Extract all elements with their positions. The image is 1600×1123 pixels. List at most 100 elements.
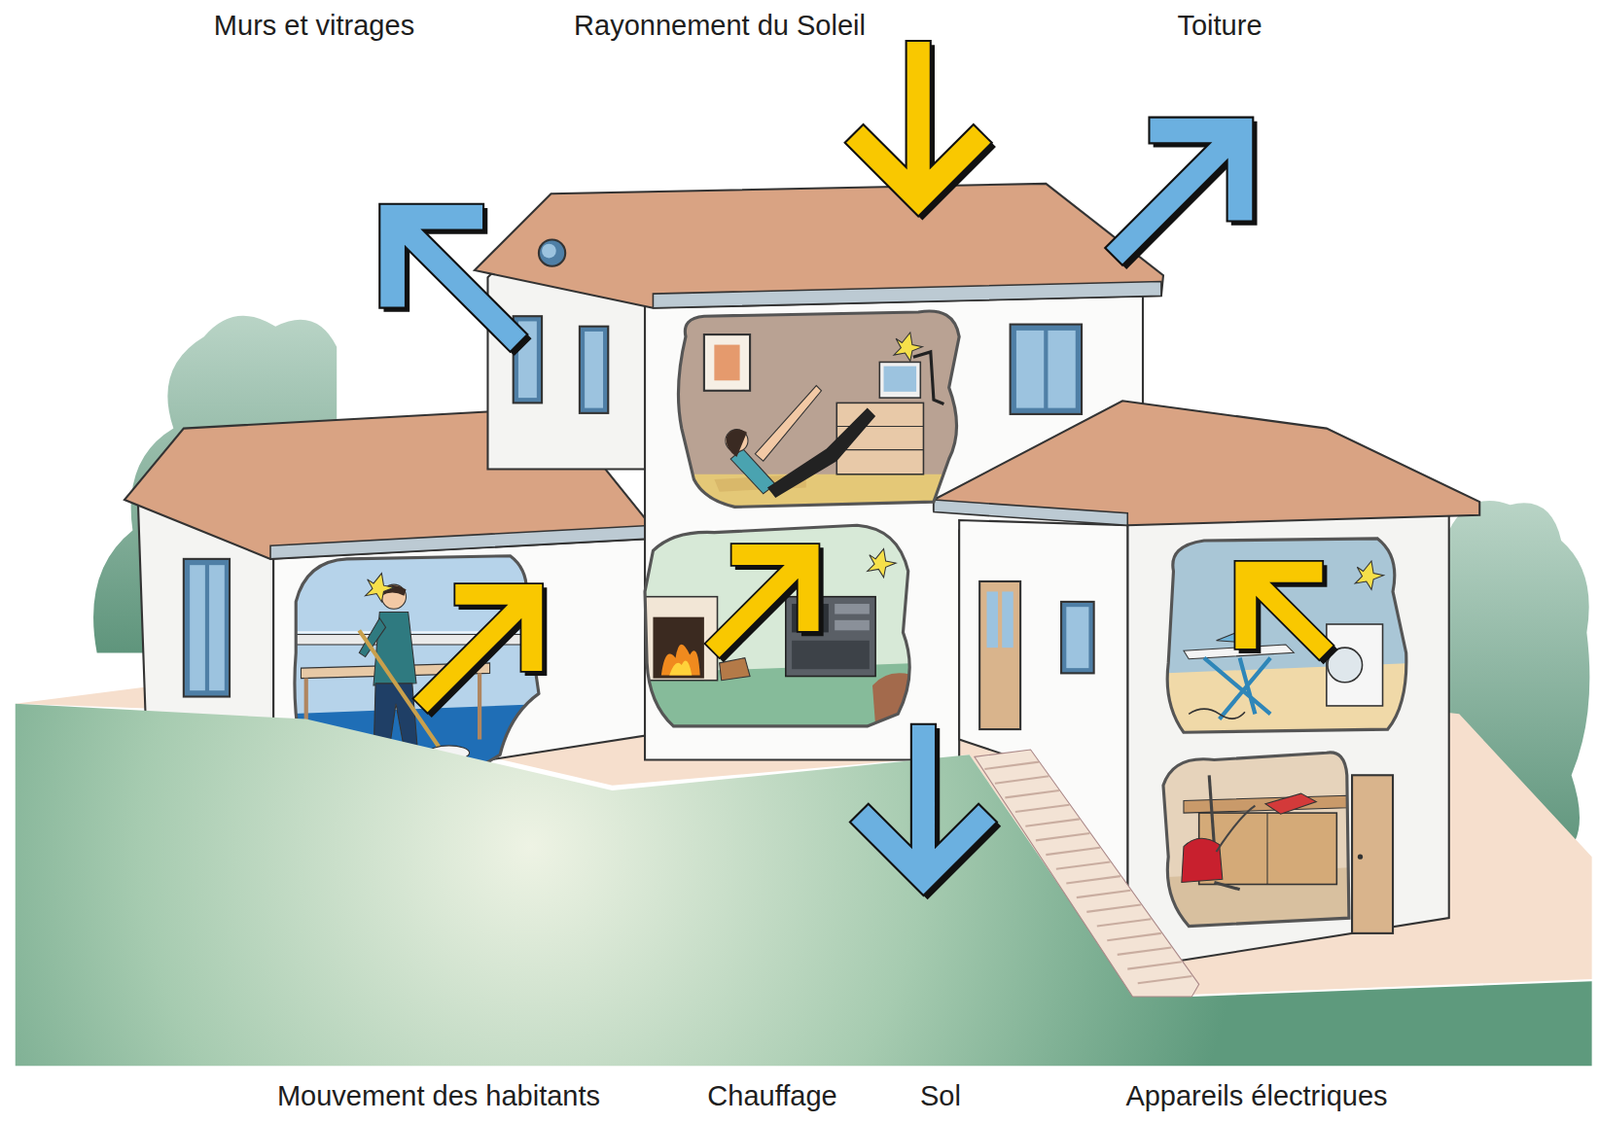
basement-cutaway-part-part (1213, 882, 1240, 889)
bedroom-cutaway-part-part (879, 361, 921, 398)
heat-loss-arrows-part (1062, 65, 1306, 309)
caption-label: Rayonnement du Soleil (571, 9, 868, 42)
grass (15, 704, 1593, 1067)
upper-house-part (1016, 330, 1044, 409)
laundry-cutaway-part (1354, 561, 1384, 590)
stairs-part (974, 749, 1200, 997)
stairs-part-part (1127, 961, 1182, 969)
upper-house-part (579, 326, 608, 414)
heat-loss-arrows-part (850, 724, 997, 896)
living-room-cutaway-part-part (640, 597, 718, 681)
stairs-part-part (1035, 833, 1091, 841)
living-room-cutaway-part (632, 597, 919, 736)
right-house-part (933, 400, 1480, 526)
right-house-part (1351, 775, 1393, 934)
laundry-cutaway-part (1163, 624, 1419, 735)
bedroom-cutaway-part-part (884, 366, 918, 392)
basement-cutaway-part (1163, 775, 1357, 928)
bedroom-cutaway-part-part (704, 334, 750, 392)
caption-label: Appareils électriques (1123, 1080, 1389, 1113)
bedroom-cutaway-part-part (913, 352, 944, 405)
heat-loss-arrows (327, 65, 1310, 900)
basement-cutaway-part (1163, 752, 1350, 927)
caption-label: Sol (918, 1080, 963, 1113)
heat-loss-arrows-part (327, 151, 571, 395)
bedroom-cutaway-part (673, 334, 969, 510)
right-house-part (979, 581, 1021, 730)
left-house-part (189, 565, 206, 691)
stairs-part-part (1086, 905, 1141, 913)
basement-cutaway (1163, 752, 1357, 929)
right-house-part (986, 591, 998, 648)
stairs-part-part (1025, 818, 1080, 826)
stairs-part-part (1066, 876, 1121, 884)
kitchen-cutaway-part (365, 573, 394, 603)
stairs-part-part (1106, 933, 1162, 941)
living-room-cutaway-part (867, 548, 896, 577)
stairs-part-part (1015, 805, 1070, 813)
right-house-part (1061, 602, 1095, 674)
caption-label: Murs et vitrages (212, 9, 417, 42)
upper-house-part (652, 282, 1161, 309)
right-house-part (1357, 854, 1363, 860)
bedroom-cutaway-part-part (754, 386, 821, 463)
stairs-part (984, 762, 1192, 985)
stairs-part-part (1076, 890, 1132, 898)
grass-part (15, 704, 1593, 1067)
stairs-part-part (995, 776, 1050, 783)
stairs-part-part (1004, 790, 1060, 798)
left-house-part (270, 525, 653, 560)
caption-label: Chauffage (705, 1080, 839, 1113)
basement-cutaway-part-part (1266, 813, 1268, 885)
stairs-part-part (1137, 976, 1193, 984)
bedroom-cutaway-part (677, 311, 960, 507)
upper-house-part (474, 183, 1164, 309)
heat-loss-arrows-part-part (1062, 65, 1306, 309)
bedroom-cutaway-part-part (836, 449, 924, 451)
upper-house-part (541, 244, 557, 259)
stairs-part-part (1045, 848, 1101, 855)
bedroom-cutaway (673, 311, 969, 511)
upper-house-part (538, 240, 566, 267)
caption-label: Mouvement des habitants (275, 1080, 603, 1113)
heat-loss-arrows-part-part (850, 724, 997, 896)
heat-loss-arrows-part-part (327, 151, 571, 395)
bedroom-cutaway-part-part (713, 345, 740, 382)
heat-gain-arrows-part (376, 539, 588, 751)
right-house-part (933, 499, 1128, 526)
stairs-part-part (1056, 861, 1111, 869)
heat-gain-arrows-part-part (668, 499, 864, 696)
heat-gain-arrows-part-part (845, 40, 993, 216)
heat-gain-arrows-part (668, 499, 864, 696)
kitchen-cutaway-part-part (477, 673, 482, 740)
laundry-cutaway-part-part (1188, 709, 1245, 719)
living-room-cutaway-part-part (791, 640, 870, 670)
stairs-part-part (1097, 919, 1152, 926)
living-room-cutaway-part-part (652, 617, 704, 679)
right-house-part (1066, 606, 1089, 669)
basement-cutaway-part-part (1181, 838, 1223, 883)
living-room-cutaway-part-part (669, 661, 692, 676)
living-room-cutaway-part-part (834, 620, 870, 631)
bedroom-cutaway-part-part (726, 428, 747, 458)
upper-house-part (584, 331, 604, 409)
basement-cutaway-part-part (1208, 775, 1214, 847)
bedroom-cutaway-part (893, 332, 923, 361)
heat-gain-arrows (376, 40, 1376, 755)
basement-cutaway-part-part (1265, 793, 1316, 815)
heat-gain-arrows-part (1190, 517, 1371, 698)
heat-gain-arrows-part (845, 40, 993, 216)
heat-gain-arrows-part-part (376, 539, 588, 751)
stairs-part-part (1117, 948, 1173, 956)
upper-house-part (1047, 330, 1075, 409)
basement-cutaway-part-part (1216, 806, 1256, 853)
left-house-part (209, 565, 225, 691)
caption-label: Toiture (1174, 9, 1264, 42)
living-room-cutaway-part-part (834, 604, 870, 614)
right-house-part (1001, 591, 1014, 648)
laundry-cutaway-part-part (1326, 624, 1384, 707)
laundry-cutaway-part-part (1204, 658, 1271, 720)
heat-gain-arrows-part-part (1190, 517, 1371, 698)
